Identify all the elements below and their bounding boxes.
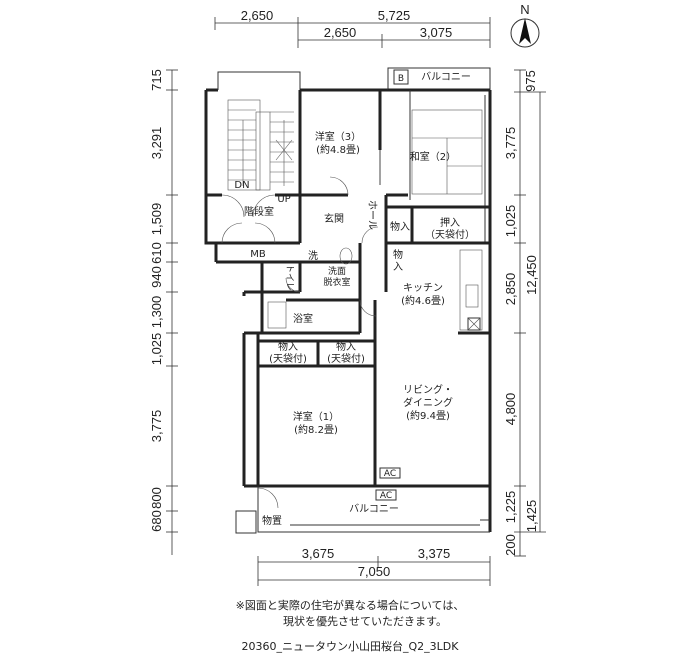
left-dimensions: 715 3,291 1,509 610 940 1,300 1,025 3,77… [149,69,178,555]
dim-left-3291: 3,291 [149,127,164,160]
balcony-top-label: バルコニー [421,71,471,83]
plan-caption: 20360_ニュータウン小山田桜台_Q2_3LDK [241,640,459,653]
dim-top-2650: 2,650 [241,8,274,23]
dim-right-2850: 2,850 [503,273,518,306]
dim-left-940: 940 [149,266,164,288]
dim-left-1509: 1,509 [149,203,164,236]
washroom-label-2: 脱衣室 [323,276,350,288]
disclaimer-line-1: ※図面と実際の住宅が異なる場合については、 [235,599,465,612]
storage-a-label: 物入 [390,220,410,233]
walls [204,67,492,534]
room-western-1-size: (約8.2畳) [294,423,338,436]
door-swings [221,150,381,509]
kitchen-size: (約4.6畳) [401,294,445,307]
stairs-up-label: UP [277,194,290,205]
toilet-label: トイレ [284,264,294,291]
disclaimer-line-2: 現状を優先させていただきます。 [283,615,447,628]
top-dimensions: 2,650 5,725 2,650 3,075 [214,8,491,48]
dim-left-610: 610 [149,242,164,264]
bottom-dimensions: 3,675 3,375 7,050 [257,546,491,586]
hall-label: ホール [366,200,378,230]
dim-right-975: 975 [523,70,538,92]
dim-right-1025: 1,025 [503,205,518,238]
stairs: DN UP [227,99,294,205]
bath-label: 浴室 [293,312,313,325]
dim-bottom-3675: 3,675 [302,546,335,561]
dim-left-1025: 1,025 [149,333,164,366]
dim-left-680: 680 [149,510,164,532]
dim-left-715: 715 [149,69,164,91]
staircase-label: 階段室 [244,205,274,218]
dim-right-200: 200 [503,534,518,556]
fixtures [267,247,483,501]
dim-top-2650b: 2,650 [324,25,357,40]
storage-c-sub-label: (天袋付) [269,352,307,365]
storage-d-sub-label: (天袋付) [327,352,365,365]
living-label-2: ダイニング [403,396,453,409]
ac-unit-1 [379,467,401,479]
dim-left-800: 800 [149,487,164,509]
mb-label: MB [250,249,266,260]
room-western-3-size: (約4.8畳) [316,143,360,156]
dim-right-1425: 1,425 [524,500,539,533]
north-label: N [520,2,529,17]
dim-right-4800: 4,800 [503,393,518,426]
storage-d-label: 物入 [336,340,356,353]
kitchen-label: キッチン [403,282,443,294]
wash-label: 洗 [308,250,318,262]
dim-right-total-12450: 12,450 [524,255,539,295]
dim-right-3775: 3,775 [503,127,518,160]
storage-b-label-2: 入 [393,262,403,273]
ac-label-2: AC [380,491,392,501]
dim-right-1225: 1,225 [503,491,518,524]
balcony-top-b-label: B [398,74,404,84]
north-arrow: N [510,2,540,48]
right-dimensions: 975 3,775 1,025 2,850 4,800 1,225 200 12… [503,69,546,557]
room-western-3-name: 洋室（3） [315,130,361,143]
dim-top-3075: 3,075 [420,25,453,40]
room-labels: 洋室（3） (約4.8畳) 和室（2） 階段室 玄関 ホール 物入 押入 （天袋… [244,71,475,527]
living-label-1: リビング・ [403,383,453,396]
washroom-label-1: 洗面 [328,265,346,277]
living-size: (約9.4畳) [406,409,450,422]
dim-bottom-7050: 7,050 [358,564,391,579]
room-western-1-name: 洋室（1） [293,410,339,423]
dim-bottom-3375: 3,375 [418,546,451,561]
balcony-bottom-label: バルコニー [349,503,399,515]
oshiire-label: 押入 [440,216,460,229]
storage-c-label: 物入 [278,340,298,353]
dim-left-3775: 3,775 [149,410,164,443]
dim-left-1300: 1,300 [149,296,164,329]
storage-shed-label: 物置 [262,514,282,527]
ac-label-1: AC [384,469,396,479]
dim-top-5725: 5,725 [378,8,411,23]
oshiire-sub-label: （天袋付） [425,228,475,241]
room-japanese-2-name: 和室（2） [410,150,456,163]
ac-unit-2 [375,489,397,501]
stairs-down-label: DN [234,180,249,191]
storage-b-label-1: 物 [393,248,403,261]
entrance-label: 玄関 [324,212,344,225]
tatami-pattern [411,109,483,195]
